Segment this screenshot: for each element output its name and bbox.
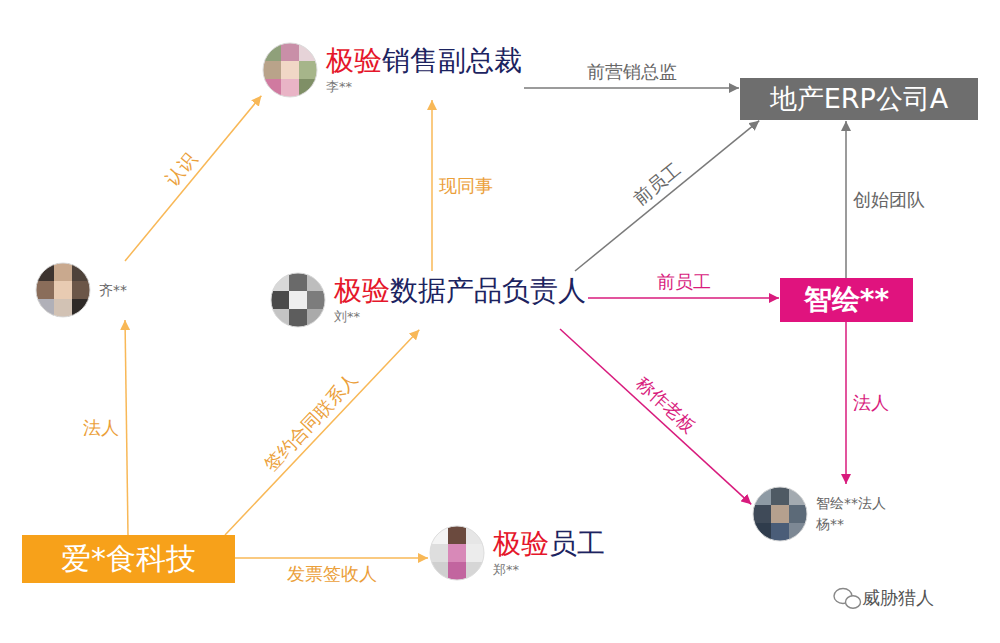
relation-label: 前营销总监	[585, 61, 679, 83]
node-title: 极验	[493, 527, 549, 560]
relation-arrow	[575, 121, 759, 271]
avatar-image	[263, 43, 317, 97]
relation-label: 发票签收人	[285, 563, 379, 585]
text-line: 齐**	[99, 280, 127, 301]
relation-label: 法人	[81, 417, 121, 439]
relation-label: 现同事	[437, 175, 495, 197]
node-title: 销售副总裁	[382, 44, 522, 77]
watermark: 威胁猎人	[862, 586, 934, 610]
text-line: 极验员工	[493, 528, 605, 560]
relation-arrow	[125, 96, 261, 261]
avatar-image	[430, 526, 484, 580]
avatar-image	[36, 263, 90, 317]
relation-arrow	[235, 557, 428, 559]
relation-label: 认识	[160, 146, 202, 191]
person-name: 李**	[326, 80, 352, 95]
relation-arrow	[845, 322, 847, 484]
node-title: 地产ERP公司A	[770, 83, 949, 114]
person-name: 郑**	[493, 563, 519, 578]
relation-arrow	[431, 100, 433, 271]
person-name: 杨**	[816, 516, 844, 532]
relation-arrow	[524, 87, 739, 89]
relation-arrow	[560, 329, 751, 504]
entity-box: 地产ERP公司A	[740, 78, 978, 120]
person-node: 极验员工郑**	[429, 524, 607, 582]
person-name: 齐**	[99, 282, 127, 298]
watermark-icon	[834, 589, 861, 609]
node-title: 爱*食科技	[61, 541, 196, 576]
node-title: 员工	[549, 527, 605, 560]
node-title: 极验	[334, 274, 390, 307]
node-title: 极验	[326, 44, 382, 77]
text-line: 极验销售副总裁	[326, 45, 522, 77]
person-name: 智绘**法人	[816, 495, 886, 511]
avatar-image	[271, 273, 325, 327]
text-line: 李**	[326, 77, 522, 95]
relation-arrow	[845, 121, 847, 278]
entity-box: 爱*食科技	[22, 535, 235, 583]
text-line: 爱*食科技	[61, 542, 196, 577]
node-title: 数据产品负责人	[390, 274, 586, 307]
text-line: 刘**	[334, 307, 586, 325]
node-title: 智绘**	[804, 283, 889, 316]
person-node: 智绘**法人杨**	[752, 485, 888, 543]
relation-arrow	[588, 297, 779, 299]
relation-label: 创始团队	[851, 189, 927, 211]
text-line: 杨**	[816, 514, 886, 535]
person-node: 极验数据产品负责人刘**	[270, 271, 588, 329]
entity-box: 智绘**	[780, 278, 913, 322]
person-name: 刘**	[334, 310, 360, 325]
text-line: 极验数据产品负责人	[334, 275, 586, 307]
text-line: 地产ERP公司A	[770, 83, 949, 114]
relation-arrow	[225, 330, 419, 535]
avatar-image	[753, 487, 807, 541]
text-line: 智绘**	[804, 284, 889, 316]
relation-label: 法人	[851, 392, 891, 414]
person-node: 齐**	[35, 261, 129, 319]
relation-label: 签约合同联系人	[258, 367, 363, 476]
text-line: 郑**	[493, 560, 605, 578]
relation-label: 称作老板	[631, 371, 702, 438]
relation-label: 前员工	[628, 157, 687, 210]
relation-arrow	[125, 320, 128, 535]
text-line: 智绘**法人	[816, 493, 886, 514]
person-node: 极验销售副总裁李**	[262, 41, 524, 99]
relation-label: 前员工	[655, 271, 713, 293]
